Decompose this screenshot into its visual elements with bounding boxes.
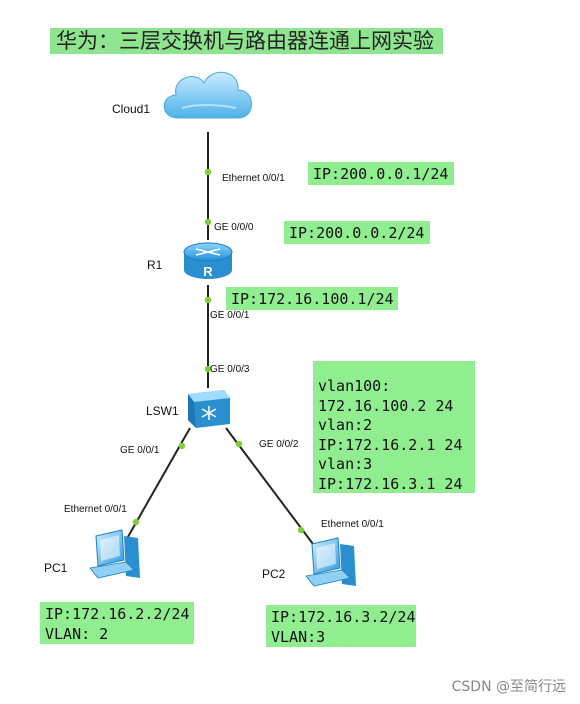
pc1-ip-text: IP:172.16.2.2/24 bbox=[45, 605, 190, 623]
pc1-label: PC1 bbox=[44, 561, 68, 575]
pc2-label: PC2 bbox=[262, 567, 286, 581]
port-label-sw-ge003: GE 0/0/3 bbox=[210, 364, 250, 375]
port-label-r1-ge000: GE 0/0/0 bbox=[214, 222, 254, 233]
port-dot bbox=[204, 296, 212, 304]
switch-config-line: vlan:3 bbox=[318, 455, 373, 473]
pc2-ip-text: IP:172.16.3.2/24 bbox=[271, 608, 416, 626]
cloud-label: Cloud1 bbox=[112, 102, 151, 116]
r1-lan-ip-note: IP:172.16.100.1/24 bbox=[226, 287, 398, 310]
cloud-icon bbox=[163, 71, 252, 119]
pc2-icon bbox=[305, 537, 356, 587]
switch-config-line: vlan:2 bbox=[318, 416, 373, 434]
port-label-pc2-eth: Ethernet 0/0/1 bbox=[321, 519, 384, 530]
cloud-ip-note: IP:200.0.0.1/24 bbox=[308, 162, 454, 185]
watermark: CSDN @至简行远 bbox=[451, 679, 566, 695]
r1-wan-ip-note: IP:200.0.0.2/24 bbox=[284, 221, 430, 244]
cloud-ip-text: IP:200.0.0.1/24 bbox=[313, 165, 449, 183]
r1-wan-ip-text: IP:200.0.0.2/24 bbox=[289, 224, 425, 242]
switch-config-line: vlan100: bbox=[318, 377, 391, 395]
pc1-note: IP:172.16.2.2/24 VLAN: 2 bbox=[40, 602, 194, 644]
pc1-icon bbox=[89, 529, 140, 579]
diagram-title: 华为：三层交换机与路由器连通上网实验 bbox=[50, 28, 443, 54]
pc2-note: IP:172.16.3.2/24 VLAN:3 bbox=[266, 605, 416, 647]
port-label-sw-ge001: GE 0/0/1 bbox=[120, 445, 160, 456]
pc2-vlan-text: VLAN:3 bbox=[271, 628, 326, 646]
switch-config-note: vlan100: 172.16.100.2 24 vlan:2 IP:172.1… bbox=[313, 361, 475, 493]
switch-label: LSW1 bbox=[146, 404, 179, 418]
port-dot bbox=[204, 168, 212, 176]
switch-config-line: 172.16.100.2 24 bbox=[318, 396, 454, 415]
port-dot bbox=[178, 442, 186, 450]
svg-text:R: R bbox=[203, 264, 213, 279]
port-dot bbox=[235, 440, 243, 448]
switch-config-line: IP:172.16.3.1 24 bbox=[318, 474, 463, 493]
port-dot bbox=[204, 218, 212, 226]
switch-icon bbox=[188, 390, 230, 428]
port-label-sw-ge002: GE 0/0/2 bbox=[259, 439, 299, 450]
port-label-pc1-eth: Ethernet 0/0/1 bbox=[64, 504, 127, 515]
port-dot bbox=[297, 526, 305, 534]
port-label-cloud-eth: Ethernet 0/0/1 bbox=[222, 173, 285, 184]
router-icon: R bbox=[183, 242, 233, 279]
r1-lan-ip-text: IP:172.16.100.1/24 bbox=[231, 290, 394, 308]
switch-config-line: IP:172.16.2.1 24 bbox=[318, 435, 463, 454]
router-label: R1 bbox=[147, 258, 163, 272]
pc1-vlan-text: VLAN: 2 bbox=[45, 625, 109, 643]
port-label-r1-ge001: GE 0/0/1 bbox=[210, 310, 250, 321]
port-dot bbox=[132, 518, 140, 526]
port-dot bbox=[204, 365, 212, 373]
